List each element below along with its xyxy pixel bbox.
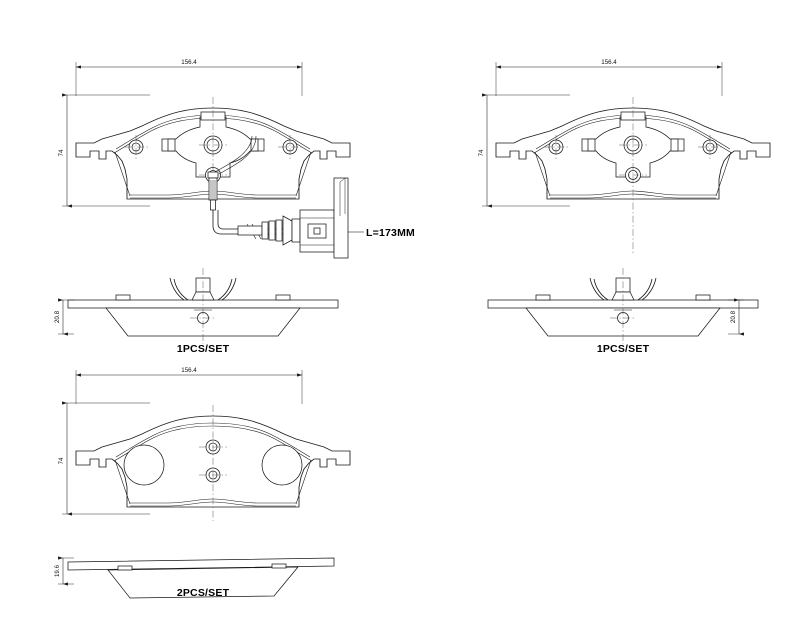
- dim-label-width-top-right: 156.4: [601, 59, 617, 66]
- dim-height-top-right: 74: [478, 93, 570, 208]
- sensor-length-label: L=173MM: [366, 227, 415, 239]
- sensor-boot: [237, 215, 301, 246]
- wear-sensor-tip: [207, 171, 219, 211]
- view-mid-right: 20.8 1PCS/SET: [487, 268, 759, 355]
- view-bottom-left-side: 19.6 2PCS/SET: [54, 556, 335, 599]
- dim-width-top-right: 156.4: [495, 59, 723, 96]
- dim-height-bottom-left: 74: [58, 401, 150, 516]
- dim-label-thickness-bottom-left: 19.6: [54, 564, 61, 577]
- dim-label-width-bottom-left: 156.4: [181, 367, 197, 374]
- dim-width-bottom-left: 156.4: [75, 367, 303, 404]
- qty-label-mid-right: 1PCS/SET: [597, 343, 650, 355]
- sensor-connector: [299, 177, 349, 259]
- dim-label-thickness-mid-right: 20.8: [730, 310, 737, 323]
- dim-label-thickness-mid-left: 20.8: [54, 310, 61, 323]
- dim-label-width-top-left: 156.4: [181, 59, 197, 66]
- brake-pad-front-rear: [75, 405, 351, 521]
- view-mid-left: 20.8 1PCS/SET: [54, 268, 339, 355]
- dim-label-height-top-right: 74: [478, 149, 485, 156]
- view-bottom-left: 156.4 74: [58, 367, 351, 521]
- qty-label-mid-left: 1PCS/SET: [177, 343, 230, 355]
- dim-thickness-mid-right: 20.8: [728, 298, 744, 336]
- dim-height-top-left: 74: [58, 93, 150, 208]
- qty-label-bottom-left: 2PCS/SET: [177, 587, 230, 599]
- view-top-right: 156.4 74: [478, 59, 771, 255]
- brake-pad-side-clip-left: [67, 268, 339, 344]
- brake-pad-front-plain: [495, 97, 771, 255]
- wear-sensor-assembly: L=173MM: [207, 135, 415, 259]
- view-top-left: 156.4 74: [58, 59, 415, 259]
- dim-label-height-bottom-left: 74: [58, 457, 65, 464]
- brake-pad-side-clip-right: [487, 268, 759, 344]
- dim-width-top-left: 156.4: [75, 59, 303, 96]
- dim-thickness-bottom-left: 19.6: [54, 556, 74, 586]
- dim-label-height-top-left: 74: [58, 149, 65, 156]
- dim-thickness-mid-left: 20.8: [54, 298, 74, 336]
